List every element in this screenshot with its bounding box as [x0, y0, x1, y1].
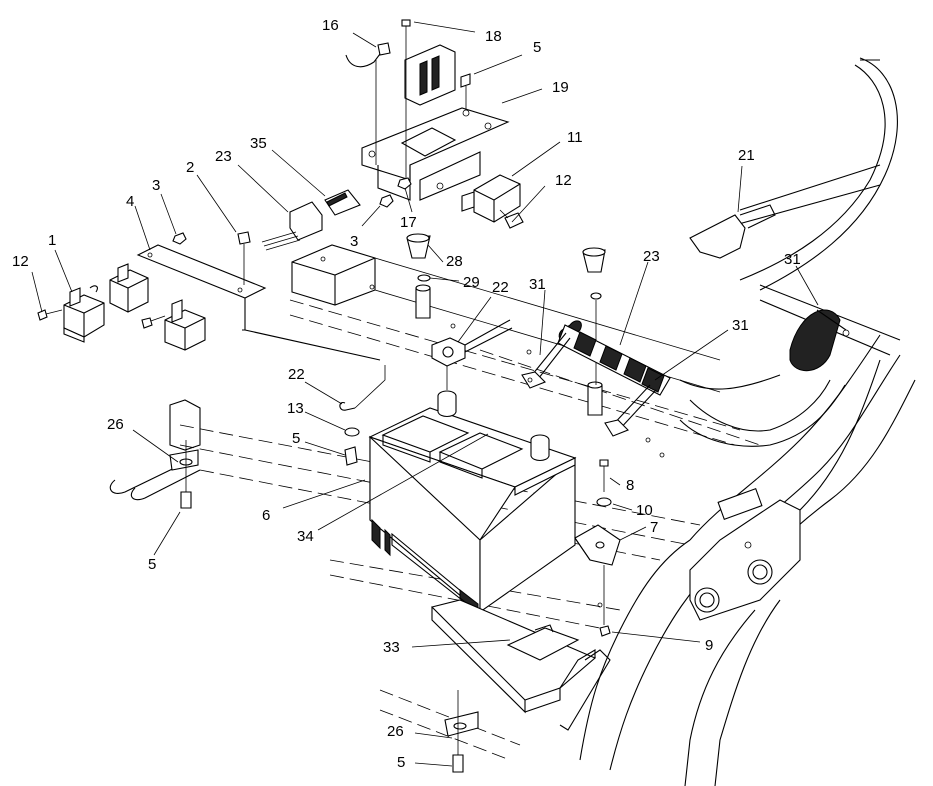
callout-22: 22 [492, 279, 509, 296]
relay-11 [461, 174, 524, 229]
callout-35: 35 [250, 135, 267, 152]
battery [368, 390, 577, 614]
callout-34: 34 [297, 528, 314, 545]
battery-cable-clamp [339, 319, 513, 411]
callout-10: 10 [636, 502, 653, 519]
battery-hold-down [574, 459, 621, 637]
callout-28: 28 [446, 253, 463, 270]
callout-4: 4 [126, 193, 134, 210]
callout-23: 23 [215, 148, 232, 165]
callout-18: 18 [485, 28, 502, 45]
callout-5: 5 [533, 39, 541, 56]
callout-31: 31 [784, 251, 801, 268]
callout-9: 9 [705, 637, 713, 654]
callout-22: 22 [288, 366, 305, 383]
frame-rails [109, 57, 916, 786]
callout-17: 17 [400, 214, 417, 231]
callout-21: 21 [738, 147, 755, 164]
callout-3: 3 [350, 233, 358, 250]
callout-1: 1 [48, 232, 56, 249]
callout-13: 13 [287, 400, 304, 417]
callout-5: 5 [292, 430, 300, 447]
callout-12: 12 [555, 172, 572, 189]
left-relay-bracket [37, 231, 381, 361]
callout-31: 31 [529, 276, 546, 293]
fuse-holder [261, 189, 361, 251]
relay-mounting-bracket [345, 19, 510, 208]
callout-26: 26 [387, 723, 404, 740]
callout-labels: 1 2 3 3 4 5 5 5 5 6 7 8 9 10 11 12 12 13… [12, 17, 801, 771]
callout-19: 19 [552, 79, 569, 96]
terminal-covers [406, 233, 606, 416]
callout-6: 6 [262, 507, 270, 524]
callout-8: 8 [626, 477, 634, 494]
callout-16: 16 [322, 17, 339, 34]
callout-29: 29 [463, 274, 480, 291]
callout-3: 3 [152, 177, 160, 194]
callout-12: 12 [12, 253, 29, 270]
lower-fasteners [169, 440, 479, 773]
callout-5: 5 [148, 556, 156, 573]
callout-11: 11 [567, 129, 583, 146]
callout-2: 2 [186, 159, 194, 176]
cable-wrap-and-clamps [521, 309, 850, 437]
callout-26: 26 [107, 416, 124, 433]
callout-33: 33 [383, 639, 400, 656]
callout-23: 23 [643, 248, 660, 265]
battery-tray [430, 599, 611, 731]
leader-lines [31, 21, 819, 767]
callout-7: 7 [650, 519, 658, 536]
battery-hardware-left [344, 427, 360, 466]
callout-5: 5 [397, 754, 405, 771]
callout-31: 31 [732, 317, 749, 334]
